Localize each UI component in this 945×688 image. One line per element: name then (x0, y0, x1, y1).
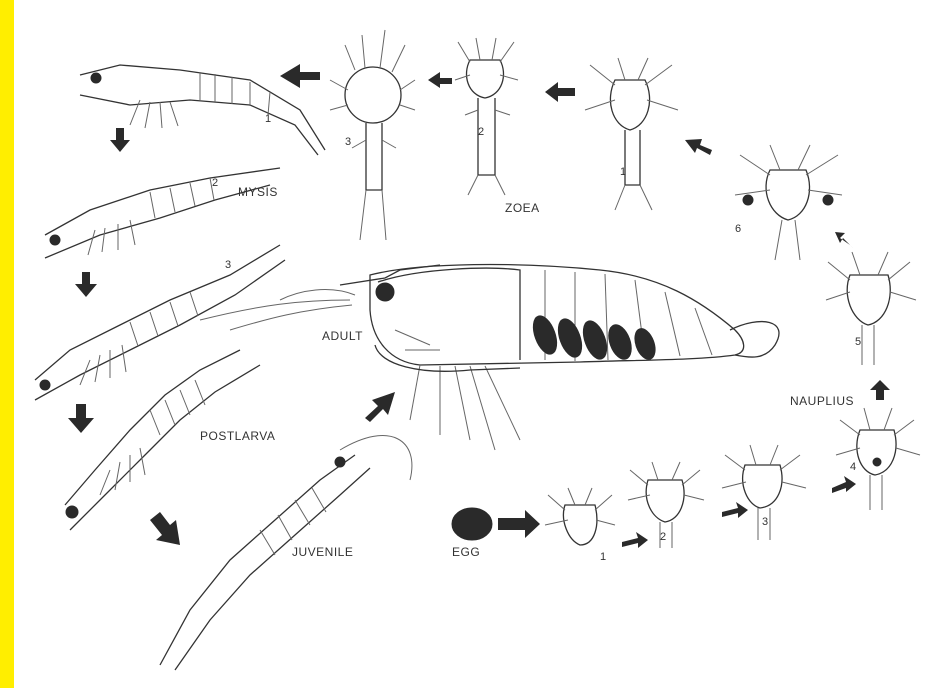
zoea-stage-2 (455, 38, 518, 195)
arrow-zoea2-to-zoea3 (428, 72, 452, 88)
svg-text:1: 1 (600, 551, 606, 563)
arrow-n3-to-n4 (832, 476, 856, 493)
mysis-stage-3 (35, 245, 285, 400)
arrow-mysis1-to-mysis2 (110, 128, 130, 152)
arrow-n6-to-zoea1 (685, 139, 712, 155)
label-egg: EGG (452, 545, 480, 559)
zoea-stage-1 (585, 58, 678, 210)
arrow-mysis2-to-mysis3 (75, 272, 97, 297)
arrow-n2-to-n3 (722, 502, 748, 518)
svg-text:2: 2 (212, 177, 218, 189)
label-postlarva: POSTLARVA (200, 429, 275, 443)
nauplius-stage-5 (826, 252, 916, 365)
nauplius-stage-1 (545, 488, 615, 545)
arrow-egg-to-nauplius (498, 510, 540, 538)
arrow-zoea1-to-zoea2 (545, 82, 575, 102)
label-mysis: MYSIS (238, 185, 278, 199)
arrow-n5-to-n6 (835, 232, 853, 248)
svg-text:3: 3 (225, 259, 231, 271)
label-juvenile: JUVENILE (292, 545, 353, 559)
nauplius-stage-6 (735, 145, 842, 260)
svg-text:3: 3 (345, 136, 351, 148)
arrow-n4-to-n5 (870, 380, 890, 400)
svg-text:2: 2 (660, 531, 666, 543)
svg-text:1: 1 (620, 166, 626, 178)
arrow-juvenile-to-adult (365, 392, 395, 422)
svg-text:1: 1 (265, 113, 271, 125)
svg-text:3: 3 (762, 516, 768, 528)
arrow-mysis3-to-postlarva (68, 404, 94, 433)
svg-text:4: 4 (850, 461, 856, 473)
svg-text:5: 5 (855, 336, 861, 348)
label-adult: ADULT (322, 329, 363, 343)
svg-text:2: 2 (478, 126, 484, 138)
svg-text:6: 6 (735, 223, 741, 235)
label-zoea: ZOEA (505, 201, 540, 215)
juvenile-illustration (160, 436, 412, 670)
adult-shrimp-illustration (200, 265, 779, 450)
egg-illustration (452, 508, 492, 540)
nauplius-stage-4 (836, 408, 920, 510)
arrow-zoea3-to-mysis1 (280, 64, 320, 88)
arrow-postlarva-to-juvenile (150, 512, 180, 545)
mysis-stage-2 (45, 168, 280, 258)
label-nauplius: NAUPLIUS (790, 394, 854, 408)
arrow-n1-to-n2 (622, 532, 648, 548)
zoea-stage-3 (330, 30, 415, 240)
